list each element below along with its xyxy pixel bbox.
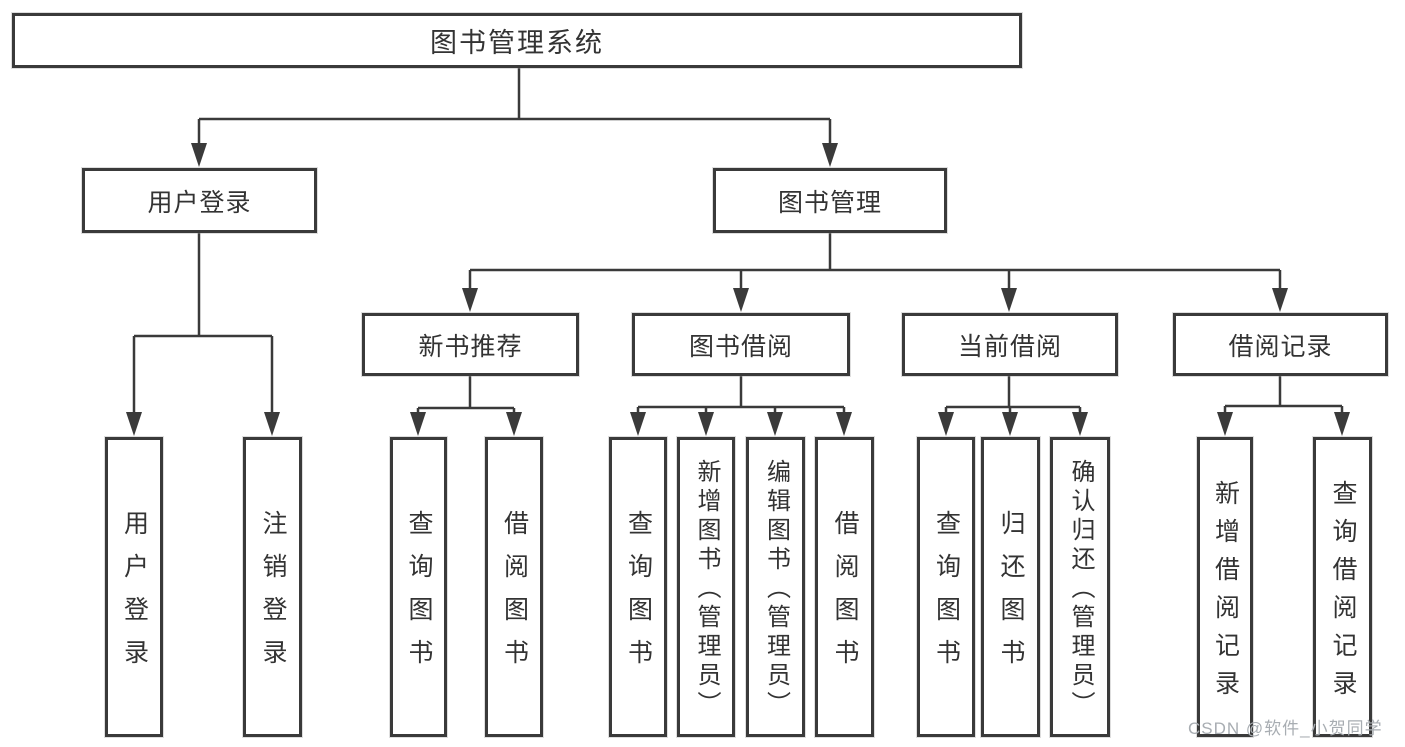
node-label: 图书借阅 — [688, 332, 793, 361]
node-label: 当前借阅 — [957, 332, 1062, 361]
leaf-newbook-borrow-books: 借阅图书 — [485, 437, 543, 737]
leaf-newbook-query-books: 查询图书 — [390, 437, 447, 737]
node-label: 图书管理 — [777, 188, 882, 217]
leaf-label: 查询图书 — [932, 510, 961, 682]
leaf-records-query-record: 查询借阅记录 — [1313, 437, 1372, 737]
arrowheads — [126, 143, 1350, 436]
leaf-logout: 注销登录 — [243, 437, 302, 737]
leaf-label: 查询借阅记录 — [1329, 479, 1357, 708]
leaf-label: 归还图书 — [997, 510, 1025, 682]
leaf-label: 借阅图书 — [500, 510, 529, 682]
leaf-label: 确认归还（管理员） — [1067, 459, 1094, 720]
leaf-borrow-borrow-books: 借阅图书 — [815, 437, 874, 737]
leaf-borrow-add-books-admin: 新增图书（管理员） — [677, 437, 735, 737]
node-label: 借阅记录 — [1228, 332, 1333, 361]
node-current-borrowing: 当前借阅 — [902, 313, 1118, 376]
leaf-label: 编辑图书（管理员） — [762, 459, 790, 720]
node-borrowing-records: 借阅记录 — [1173, 313, 1388, 376]
node-label: 用户登录 — [147, 188, 252, 217]
node-label: 图书管理系统 — [430, 28, 604, 58]
leaf-records-add-record: 新增借阅记录 — [1197, 437, 1253, 737]
leaf-borrow-edit-books-admin: 编辑图书（管理员） — [746, 437, 805, 737]
leaf-current-query-books: 查询图书 — [917, 437, 975, 737]
node-book-borrowing: 图书借阅 — [632, 313, 850, 376]
leaf-label: 新增借阅记录 — [1211, 479, 1240, 708]
leaf-current-confirm-return-admin: 确认归还（管理员） — [1050, 437, 1110, 737]
leaf-label: 查询图书 — [624, 510, 653, 682]
node-new-book-recommend: 新书推荐 — [362, 313, 579, 376]
leaf-label: 查询图书 — [405, 510, 433, 682]
leaf-borrow-query-books: 查询图书 — [609, 437, 667, 737]
leaf-label: 借阅图书 — [831, 510, 859, 682]
leaf-label: 注销登录 — [259, 510, 287, 682]
node-user-login: 用户登录 — [82, 168, 317, 233]
leaf-label: 新增图书（管理员） — [693, 459, 720, 720]
csdn-watermark: CSDN @软件_小贺同学 — [1188, 719, 1383, 738]
node-book-management: 图书管理 — [713, 168, 947, 233]
leaf-user-login: 用户登录 — [105, 437, 163, 737]
leaf-label: 用户登录 — [120, 510, 149, 682]
leaf-current-return-books: 归还图书 — [981, 437, 1040, 737]
node-label: 新书推荐 — [418, 332, 523, 361]
node-library-management-system: 图书管理系统 — [12, 13, 1022, 68]
